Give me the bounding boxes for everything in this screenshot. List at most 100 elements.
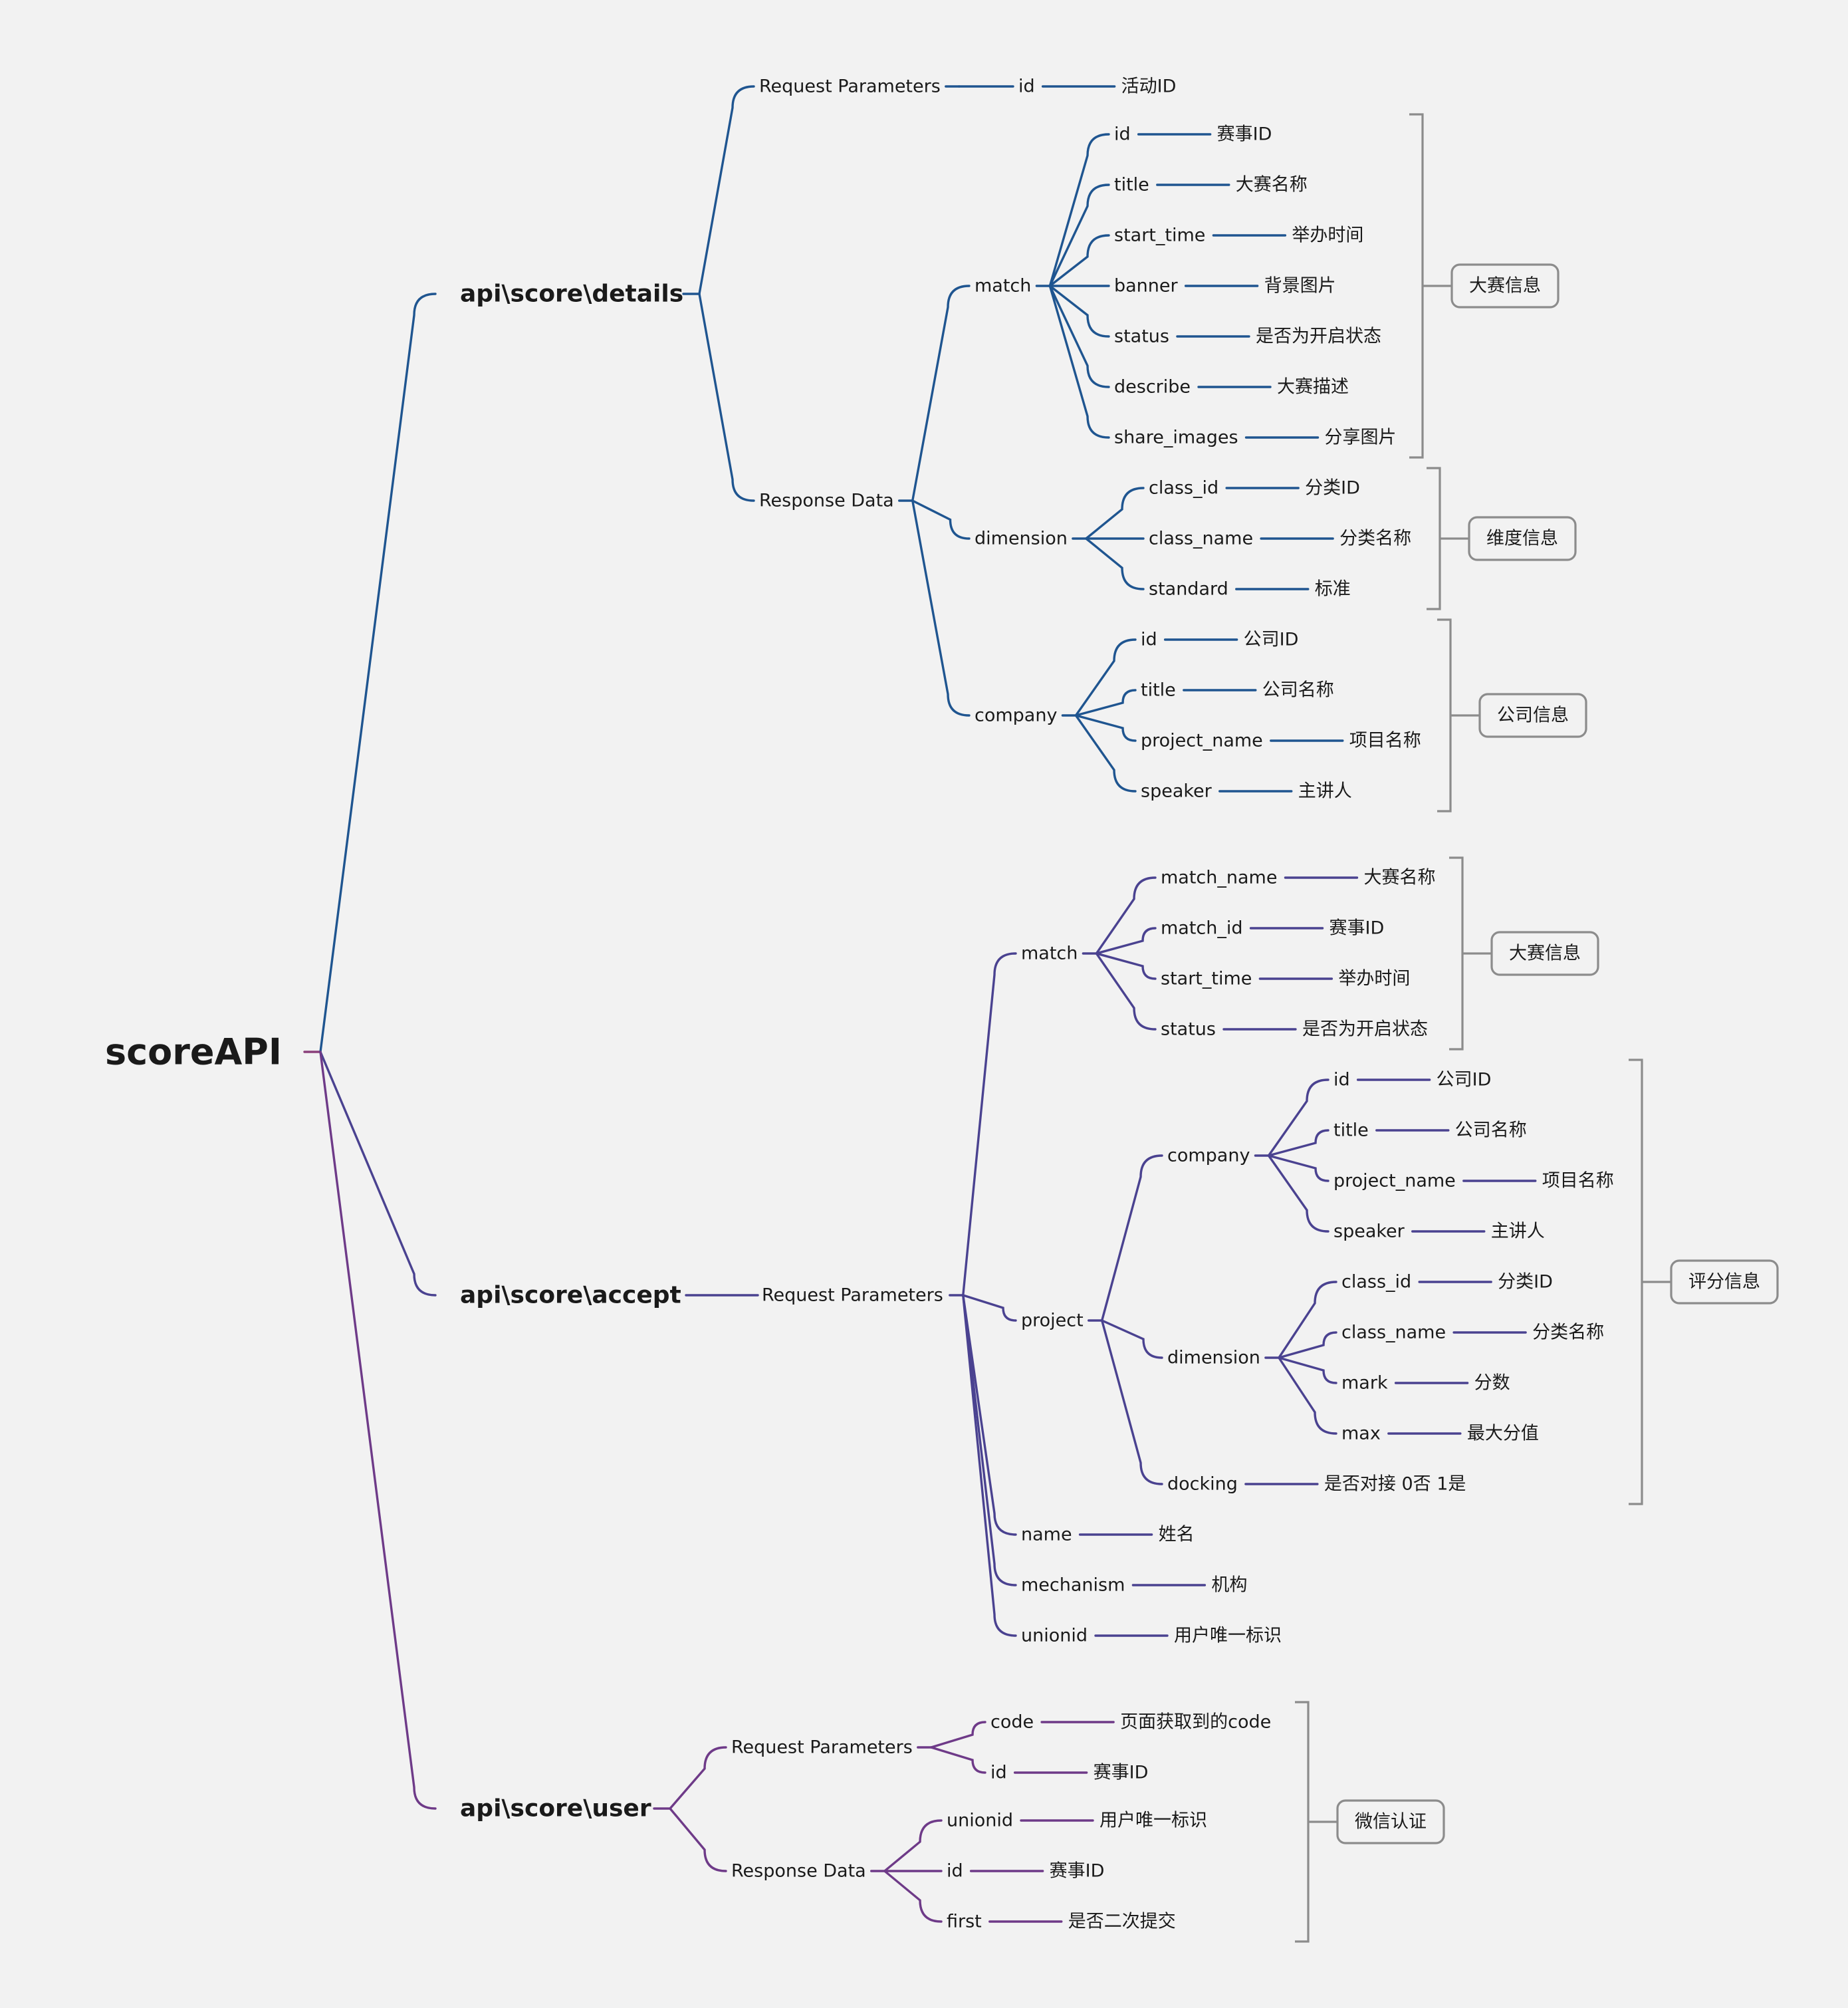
field-label: id bbox=[1333, 1070, 1350, 1090]
field-label: class_id bbox=[1341, 1272, 1411, 1293]
field-description: 大赛名称 bbox=[1236, 175, 1308, 195]
summary-bracket bbox=[1295, 1701, 1310, 1943]
field-label: id bbox=[1018, 76, 1035, 97]
summary-tag-box bbox=[1450, 263, 1559, 309]
field-label: mechanism bbox=[1021, 1575, 1125, 1596]
field-label: max bbox=[1341, 1424, 1381, 1444]
field-label: status bbox=[1114, 326, 1169, 347]
branch-line bbox=[1048, 285, 1110, 388]
root-title: scoreAPI bbox=[105, 1031, 282, 1073]
field-description: 页面获取到的code bbox=[1120, 1712, 1271, 1733]
summary-tag-box bbox=[1468, 516, 1577, 561]
field-label: match_id bbox=[1161, 918, 1243, 939]
field-description: 最大分值 bbox=[1467, 1424, 1539, 1444]
response-data-label: Response Data bbox=[731, 1861, 866, 1882]
branch-line bbox=[669, 1746, 727, 1810]
api-user-title: api\score\user bbox=[460, 1795, 651, 1822]
branch-line bbox=[1278, 1331, 1337, 1359]
dimension-label: dimension bbox=[1167, 1348, 1260, 1368]
field-description: 活动ID bbox=[1121, 76, 1177, 97]
field-description: 分类ID bbox=[1498, 1272, 1553, 1293]
summary-tag-box bbox=[1490, 931, 1599, 976]
summary-tag-match-info: 大赛信息 bbox=[1469, 276, 1541, 297]
branch-line bbox=[1101, 1319, 1163, 1359]
branch-line bbox=[1048, 285, 1110, 439]
field-description: 赛事ID bbox=[1217, 124, 1272, 145]
branch-line bbox=[883, 1819, 943, 1872]
field-description: 项目名称 bbox=[1542, 1171, 1614, 1192]
field-label: project_name bbox=[1141, 731, 1263, 751]
field-label: id bbox=[1141, 630, 1157, 650]
summary-bracket bbox=[1437, 618, 1452, 813]
branch-line bbox=[1267, 1078, 1329, 1157]
branch-line bbox=[1074, 714, 1137, 742]
field-description: 背景图片 bbox=[1264, 276, 1336, 297]
field-label: standard bbox=[1149, 579, 1228, 600]
branch-line bbox=[1074, 714, 1137, 793]
branch-line bbox=[1278, 1281, 1337, 1359]
field-label: title bbox=[1114, 175, 1149, 195]
company-label: company bbox=[975, 705, 1057, 726]
branch-line bbox=[911, 499, 971, 540]
branch-line bbox=[883, 1870, 943, 1923]
branch-line bbox=[1074, 638, 1137, 717]
summary-bracket bbox=[1629, 1059, 1643, 1505]
summary-tag-match-info: 大赛信息 bbox=[1509, 943, 1581, 964]
field-label: start_time bbox=[1114, 225, 1205, 246]
field-label: start_time bbox=[1161, 969, 1252, 989]
branch-line bbox=[1278, 1356, 1337, 1384]
summary-tag-box bbox=[1670, 1259, 1779, 1305]
branch-line bbox=[930, 1746, 986, 1774]
branch-line bbox=[1095, 876, 1157, 955]
field-description: 大赛描述 bbox=[1277, 377, 1349, 398]
branch-line bbox=[1048, 234, 1110, 287]
branch-line bbox=[911, 285, 971, 502]
field-description: 公司ID bbox=[1437, 1070, 1492, 1090]
field-description: 公司名称 bbox=[1455, 1120, 1527, 1141]
branch-line bbox=[319, 293, 437, 1053]
field-description: 赛事ID bbox=[1094, 1763, 1149, 1783]
field-description: 是否二次提交 bbox=[1068, 1912, 1176, 1932]
field-label: status bbox=[1161, 1019, 1216, 1040]
field-description: 标准 bbox=[1315, 579, 1351, 600]
field-description: 公司名称 bbox=[1262, 680, 1334, 701]
branch-line bbox=[698, 85, 755, 295]
branch-line bbox=[1267, 1129, 1329, 1157]
branch-line bbox=[962, 1294, 1017, 1322]
branch-line bbox=[319, 1051, 437, 1297]
match-label: match bbox=[1021, 943, 1078, 964]
field-label: id bbox=[990, 1763, 1007, 1783]
request-parameters-label: Request Parameters bbox=[762, 1285, 943, 1306]
branch-line bbox=[669, 1807, 727, 1872]
field-description: 分类名称 bbox=[1532, 1322, 1604, 1343]
field-label: speaker bbox=[1333, 1221, 1405, 1242]
project-label: project bbox=[1021, 1311, 1084, 1331]
branch-line bbox=[1101, 1154, 1163, 1322]
summary-tag-dimension-info: 维度信息 bbox=[1486, 529, 1558, 549]
field-description: 是否对接 0否 1是 bbox=[1324, 1474, 1466, 1495]
field-label: docking bbox=[1167, 1474, 1238, 1495]
field-label: match_name bbox=[1161, 868, 1277, 888]
summary-bracket bbox=[1427, 467, 1441, 610]
branch-line bbox=[930, 1721, 986, 1749]
field-label: speaker bbox=[1141, 781, 1213, 802]
branch-line bbox=[1095, 952, 1157, 1031]
branch-line bbox=[962, 952, 1017, 1297]
branch-line bbox=[1278, 1356, 1337, 1435]
field-description: 大赛名称 bbox=[1363, 868, 1435, 888]
field-label: unionid bbox=[1021, 1626, 1088, 1646]
field-label: name bbox=[1021, 1525, 1072, 1545]
summary-bracket bbox=[1449, 856, 1464, 1051]
field-description: 主讲人 bbox=[1491, 1221, 1545, 1242]
match-label: match bbox=[975, 276, 1031, 297]
summary-tag-box bbox=[1336, 1799, 1445, 1844]
company-label: company bbox=[1167, 1146, 1250, 1166]
field-description: 是否为开启状态 bbox=[1302, 1019, 1428, 1040]
branch-line bbox=[1095, 952, 1157, 980]
field-description: 分类ID bbox=[1305, 478, 1360, 499]
field-description: 分享图片 bbox=[1325, 428, 1397, 448]
branch-line bbox=[1074, 689, 1137, 717]
field-description: 是否为开启状态 bbox=[1256, 326, 1381, 347]
dimension-label: dimension bbox=[975, 529, 1068, 549]
